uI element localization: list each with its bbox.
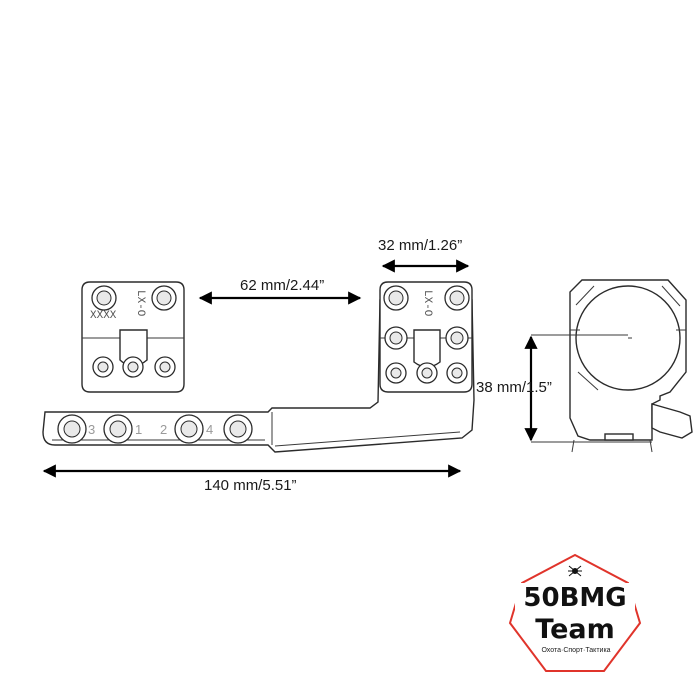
base-label-3: 3 [88,422,95,437]
screw-icon [444,285,470,311]
ring-width-label: 32 mm/1.26” [378,237,462,254]
torx-bolt-icon [223,414,253,444]
screw-icon [446,362,468,384]
screw-icon [154,356,176,378]
base-label-4: 4 [206,422,213,437]
brand-logo: 50BMG Team Охота·Спорт·Тактика [508,553,642,672]
torx-bolt-icon [103,414,133,444]
torx-bolt-icon [174,414,204,444]
logo-tagline: Охота·Спорт·Тактика [541,647,610,654]
screw-icon [92,356,114,378]
torx-bolt-icon [57,414,87,444]
screw-icon [445,326,469,350]
right-ring: LX-O [379,281,473,393]
base-label-2: 2 [160,422,167,437]
screw-icon [151,285,177,311]
screw-icon [122,356,144,378]
screw-icon [385,362,407,384]
total-length-label: 140 mm/5.51” [204,477,297,494]
base-label-1: 1 [135,422,142,437]
logo-brand-line1: 50BMG [523,583,626,613]
ring-model-text-left: LX-O [134,290,146,317]
ring-marking-left: XXXX [90,310,117,322]
ring-diameter-label: 38 mm/1.5” [476,379,552,396]
screw-icon [384,326,408,350]
front-view-ring [569,279,693,453]
ring-spacing-label: 62 mm/2.44” [240,277,324,294]
logo-spider-legs [568,565,582,577]
screw-icon [91,285,117,311]
screw-icon [383,285,409,311]
screw-icon [416,362,438,384]
logo-brand-line2: Team [535,614,615,645]
ring-model-text-right: LX-O [421,290,433,317]
